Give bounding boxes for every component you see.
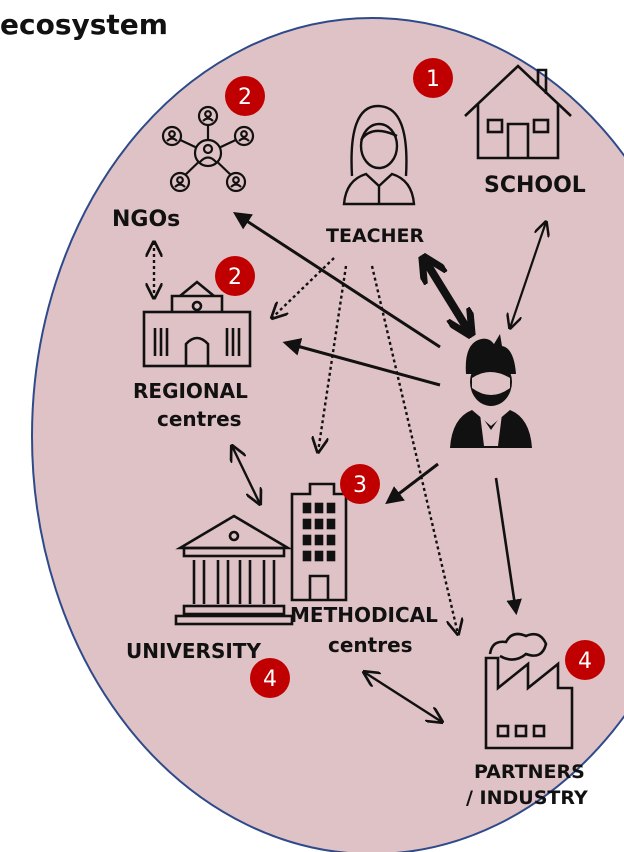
methodical-label-line1: METHODICAL: [290, 603, 438, 627]
school-building-icon: [142, 280, 252, 368]
university-badge: 4: [250, 658, 290, 698]
school-badge: 1: [413, 58, 453, 98]
partners-label-line2: / INDUSTRY: [466, 787, 588, 809]
arrow-student-partners: [494, 477, 522, 616]
house-icon: [464, 64, 572, 160]
university-node: UNIVERSITY 4: [126, 514, 294, 698]
partners-badge-number: 4: [578, 649, 592, 674]
arrow-teacher-student: [426, 262, 468, 330]
arrow-regional-university: [232, 446, 260, 504]
arrow-student-ngos: [232, 212, 441, 349]
school-node: SCHOOL 1: [413, 58, 586, 198]
student-icon: [450, 334, 532, 448]
dotted-teacher-methodical: [318, 265, 348, 452]
regional-node: REGIONAL centres 2: [133, 256, 255, 431]
partners-node: PARTNERS / INDUSTRY 4: [466, 632, 605, 809]
methodical-label-line2: centres: [328, 633, 413, 657]
methodical-badge: 3: [340, 464, 380, 504]
methodical-badge-number: 3: [353, 473, 367, 498]
ngos-badge-number: 2: [238, 85, 252, 110]
arrow-university-partners: [364, 672, 442, 722]
factory-icon: [484, 632, 574, 750]
network-people-icon: [161, 105, 255, 193]
ngos-label: NGOs: [112, 207, 180, 232]
dotted-teacher-regional: [272, 257, 335, 318]
university-badge-number: 4: [263, 667, 277, 692]
student-node: [450, 334, 532, 448]
regional-badge: 2: [215, 256, 255, 296]
ecosystem-circle: [31, 17, 624, 852]
arrow-student-regional: [282, 338, 441, 387]
dotted-teacher-partners: [370, 265, 458, 634]
regional-label-line2: centres: [157, 407, 242, 431]
teacher-label: TEACHER: [326, 225, 424, 247]
ngos-node: NGOs 2: [112, 76, 265, 232]
arrow-student-methodical: [385, 462, 439, 505]
partners-label-line1: PARTNERS: [474, 761, 585, 783]
methodical-node: METHODICAL centres 3: [290, 464, 438, 657]
regional-label-line1: REGIONAL: [133, 379, 248, 403]
connections: [154, 212, 546, 722]
university-label: UNIVERSITY: [126, 639, 261, 663]
school-badge-number: 1: [426, 67, 440, 92]
office-building-icon: [290, 482, 348, 602]
school-label: SCHOOL: [484, 173, 586, 198]
partners-badge: 4: [565, 640, 605, 680]
ngos-badge: 2: [225, 76, 265, 116]
page-title: ecosystem: [0, 8, 168, 41]
university-icon: [174, 514, 294, 626]
regional-badge-number: 2: [228, 265, 242, 290]
teacher-node: TEACHER: [326, 104, 424, 247]
arrow-school-student: [510, 222, 546, 328]
teacher-icon: [342, 104, 416, 206]
